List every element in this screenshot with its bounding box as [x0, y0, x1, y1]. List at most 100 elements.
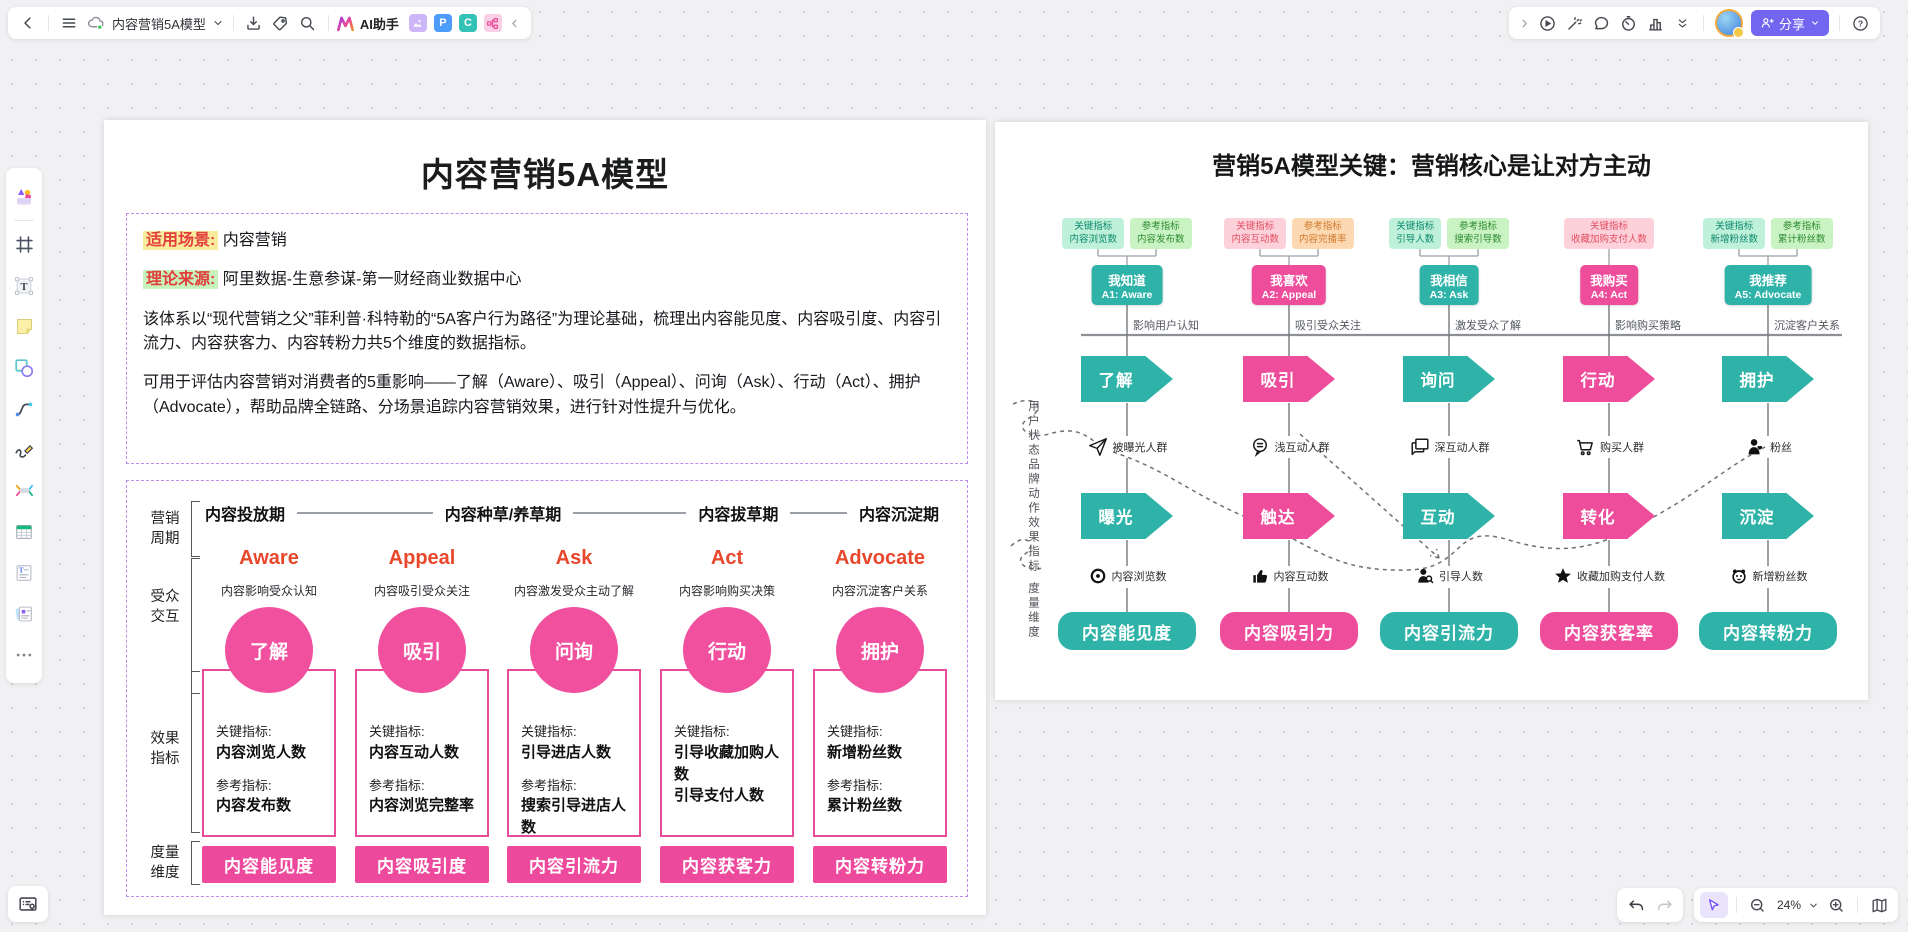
zoom-in-icon — [1829, 898, 1843, 912]
ref-metric: 累计粉丝数 — [827, 797, 903, 815]
ref-metric: 搜索引导进店人数 — [521, 797, 627, 837]
metric-row: 内容互动数 — [1209, 566, 1369, 586]
ref-label: 参考指标: — [827, 777, 883, 793]
left-frame[interactable]: 内容营销5A模型 适用场景: 内容营销 理论来源: 阿里数据-生意参谋-第一财经… — [104, 120, 986, 915]
tag-row: 关键指标内容互动数 参考指标内容完播率 — [1199, 218, 1379, 249]
phase-label: 内容投放期 — [205, 507, 286, 524]
chart-button[interactable] — [1643, 10, 1669, 36]
avatar[interactable] — [1714, 9, 1744, 38]
dimension-bar: 内容转粉力 — [813, 846, 947, 883]
phase-note: 影响用户认知 — [1133, 320, 1199, 332]
p-plugin-button[interactable]: P — [433, 14, 452, 32]
ai-assistant-button[interactable]: AI助手 — [359, 16, 399, 32]
scene-line: 适用场景: 内容营销 — [143, 229, 951, 253]
document-icon: T — [16, 564, 32, 581]
person-plus-icon — [1761, 18, 1774, 28]
document-tool-button[interactable]: T — [6, 552, 42, 593]
fold-tools-button[interactable] — [1670, 10, 1696, 36]
templates-button[interactable] — [6, 176, 42, 217]
share-button[interactable]: 分享 — [1750, 10, 1829, 36]
present-button[interactable] — [1535, 10, 1561, 36]
laser-pointer-button[interactable] — [1562, 10, 1588, 36]
key-label: 关键指标: — [521, 724, 577, 739]
pen-tool-button[interactable] — [6, 429, 42, 470]
tag-row: 关键指标新增粉丝数 参考指标累计粉丝数 — [1678, 218, 1858, 249]
board-title[interactable]: 内容营销5A模型 — [112, 16, 206, 32]
zoom-in-button[interactable] — [1823, 892, 1849, 918]
bracket — [191, 841, 200, 885]
text-tool-button[interactable]: T — [6, 265, 42, 306]
scene-label: 适用场景: — [143, 231, 219, 250]
minimap-button[interactable] — [8, 886, 48, 922]
sticky-note-tool-button[interactable] — [6, 306, 42, 347]
back-button[interactable] — [15, 10, 41, 36]
undo-icon — [1628, 899, 1643, 910]
cards-tool-button[interactable] — [6, 593, 42, 634]
source-label: 理论来源: — [143, 270, 219, 290]
funnel-diagram-block[interactable]: 营销周期 受众交互 效果指标 度量维度 内容投放期 内容种草/养草期 内容拔草期… — [126, 480, 968, 897]
cards-icon — [15, 606, 32, 621]
metric-box: 关键指标: 新增粉丝数 参考指标: 累计粉丝数 — [813, 669, 947, 837]
key-metric: 内容互动人数 — [369, 743, 460, 761]
more-tools-button[interactable] — [6, 634, 42, 675]
mindmap-tool-button[interactable] — [6, 470, 42, 511]
sticky-note-icon — [16, 319, 32, 334]
flow-plugin-button[interactable] — [483, 14, 502, 32]
minimap-icon — [19, 897, 37, 911]
select-tool-button[interactable] — [1699, 892, 1728, 918]
share-label: 分享 — [1778, 16, 1805, 32]
paper-plane-icon — [1088, 438, 1107, 456]
stage-desc: 内容影响受众认知 — [220, 584, 317, 598]
key-metric: 引导收藏加购人数 — [674, 743, 780, 783]
export-button[interactable] — [241, 10, 267, 36]
metric-box: 关键指标: 引导进店人数 参考指标: 搜索引导进店人数 — [507, 669, 641, 837]
laser-pointer-icon — [1568, 16, 1583, 30]
phase-note: 影响购买策略 — [1615, 320, 1681, 332]
title-menu-button[interactable] — [210, 10, 226, 36]
zoom-menu-button[interactable] — [1805, 892, 1821, 918]
frame-tool-button[interactable] — [6, 224, 42, 265]
stage-circle: 行动 — [683, 607, 771, 693]
timer-button[interactable] — [1616, 10, 1642, 36]
key-label: 关键指标: — [827, 724, 883, 739]
brand-arrow: 触达 — [1243, 493, 1335, 539]
intro-text-block[interactable]: 适用场景: 内容营销 理论来源: 阿里数据-生意参谋-第一财经商业数据中心 该体… — [126, 213, 968, 464]
shapes-tool-button[interactable] — [6, 347, 42, 388]
comment-button[interactable] — [1589, 10, 1615, 36]
connector-tool-button[interactable] — [6, 388, 42, 429]
left-frame-title: 内容营销5A模型 — [420, 156, 670, 193]
key-tag: 关键指标收藏加购支付人数 — [1563, 218, 1654, 249]
table-tool-button[interactable] — [6, 511, 42, 552]
action-arrow: 吸引 — [1243, 356, 1335, 402]
funnel-column-ask: Ask 内容激发受众主动了解 问询 关键指标: 引导进店人数 参考指标: 搜索引… — [507, 481, 641, 896]
redo-button[interactable] — [1651, 892, 1677, 918]
search-button[interactable] — [295, 10, 321, 36]
menu-button[interactable] — [56, 10, 82, 36]
tag-button[interactable] — [268, 10, 294, 36]
action-arrow: 拥护 — [1722, 356, 1814, 402]
undo-button[interactable] — [1623, 892, 1649, 918]
zoom-out-button[interactable] — [1745, 892, 1771, 918]
divider — [232, 15, 234, 31]
row-label-audience: 受众交互 — [150, 589, 180, 626]
metric-row: 内容浏览数 — [1047, 566, 1207, 586]
overview-button[interactable] — [1866, 892, 1892, 918]
cloud-icon — [88, 16, 104, 30]
collapse-toolbar-button[interactable] — [506, 10, 524, 36]
right-frame[interactable]: 营销5A模型关键：营销核心是让对方主动 — [995, 122, 1868, 700]
chat-bubble-icon — [1252, 438, 1267, 458]
source-value: 阿里数据-生意参谋-第一财经商业数据中心 — [222, 271, 522, 289]
help-button[interactable]: ? — [1847, 10, 1873, 36]
top-right-toolbar: 分享 ? — [1508, 7, 1880, 39]
stage-title: Act — [710, 547, 744, 569]
key-metric: 新增粉丝数 — [827, 743, 903, 761]
zoom-level[interactable]: 24% — [1776, 898, 1801, 912]
stage-desc: 内容激发受众主动了解 — [513, 584, 634, 598]
c-plugin-button[interactable]: C — [458, 14, 477, 32]
tag-row: 关键指标引导人数 参考指标搜索引导数 — [1359, 218, 1539, 249]
intro-paragraph-1: 该体系以“现代营销之父”菲利普·科特勒的“5A客户行为路径”为理论基础，梳理出内… — [143, 310, 942, 352]
image-plugin-button[interactable] — [408, 14, 427, 32]
expand-toolbar-button[interactable] — [1516, 10, 1534, 36]
stage-circle: 问询 — [530, 607, 618, 693]
